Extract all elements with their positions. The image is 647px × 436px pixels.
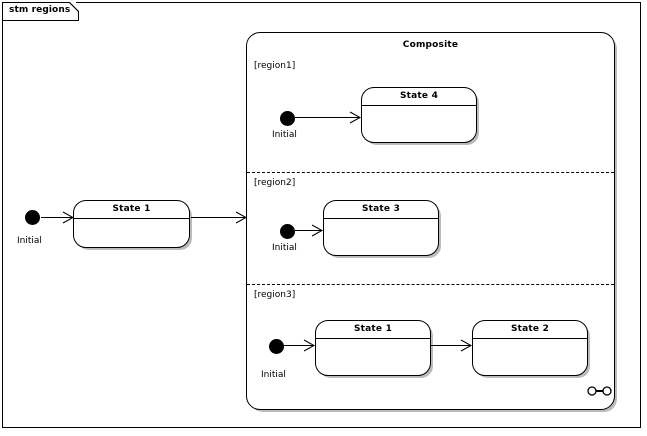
hidden-decomposition-icon <box>587 383 613 402</box>
initial-pseudostate-region2[interactable] <box>280 224 295 239</box>
state-region3-state2[interactable]: State 2 <box>472 320 588 376</box>
state-title-divider <box>324 218 438 219</box>
initial-label-region3: Initial <box>261 370 286 380</box>
state-title: State 2 <box>510 324 550 334</box>
initial-pseudostate-region1[interactable] <box>280 111 295 126</box>
diagram-frame-tab: stm regions <box>2 2 79 21</box>
state-region1-state4[interactable]: State 4 <box>361 87 477 143</box>
region-divider-2 <box>247 284 614 285</box>
state-title-divider <box>362 105 476 106</box>
state-region3-state1[interactable]: State 1 <box>315 320 431 376</box>
state-title: State 1 <box>112 204 151 214</box>
initial-label-region1: Initial <box>272 130 297 140</box>
composite-title: Composite <box>402 40 459 50</box>
initial-label-top: Initial <box>17 236 42 246</box>
region-label-2: [region2] <box>254 178 296 188</box>
region-divider-1 <box>247 172 614 173</box>
state-region2-state3[interactable]: State 3 <box>323 200 439 256</box>
state-title: State 1 <box>353 324 393 334</box>
state-top-state1[interactable]: State 1 <box>73 200 190 248</box>
state-title-divider <box>316 338 430 339</box>
initial-label-region2: Initial <box>272 243 297 253</box>
state-title: State 4 <box>399 91 439 101</box>
region-label-3: [region3] <box>254 290 296 300</box>
initial-pseudostate-region3[interactable] <box>269 339 284 354</box>
composite-state[interactable]: Composite [region1] [region2] [region3] … <box>246 32 615 410</box>
state-title-divider <box>473 338 587 339</box>
region-label-1: [region1] <box>254 61 296 71</box>
state-title: State 3 <box>361 204 401 214</box>
frame-tab-shape <box>2 2 79 21</box>
state-title-divider <box>74 218 189 219</box>
diagram-title: stm regions <box>9 5 71 15</box>
initial-pseudostate-top[interactable] <box>25 210 40 225</box>
